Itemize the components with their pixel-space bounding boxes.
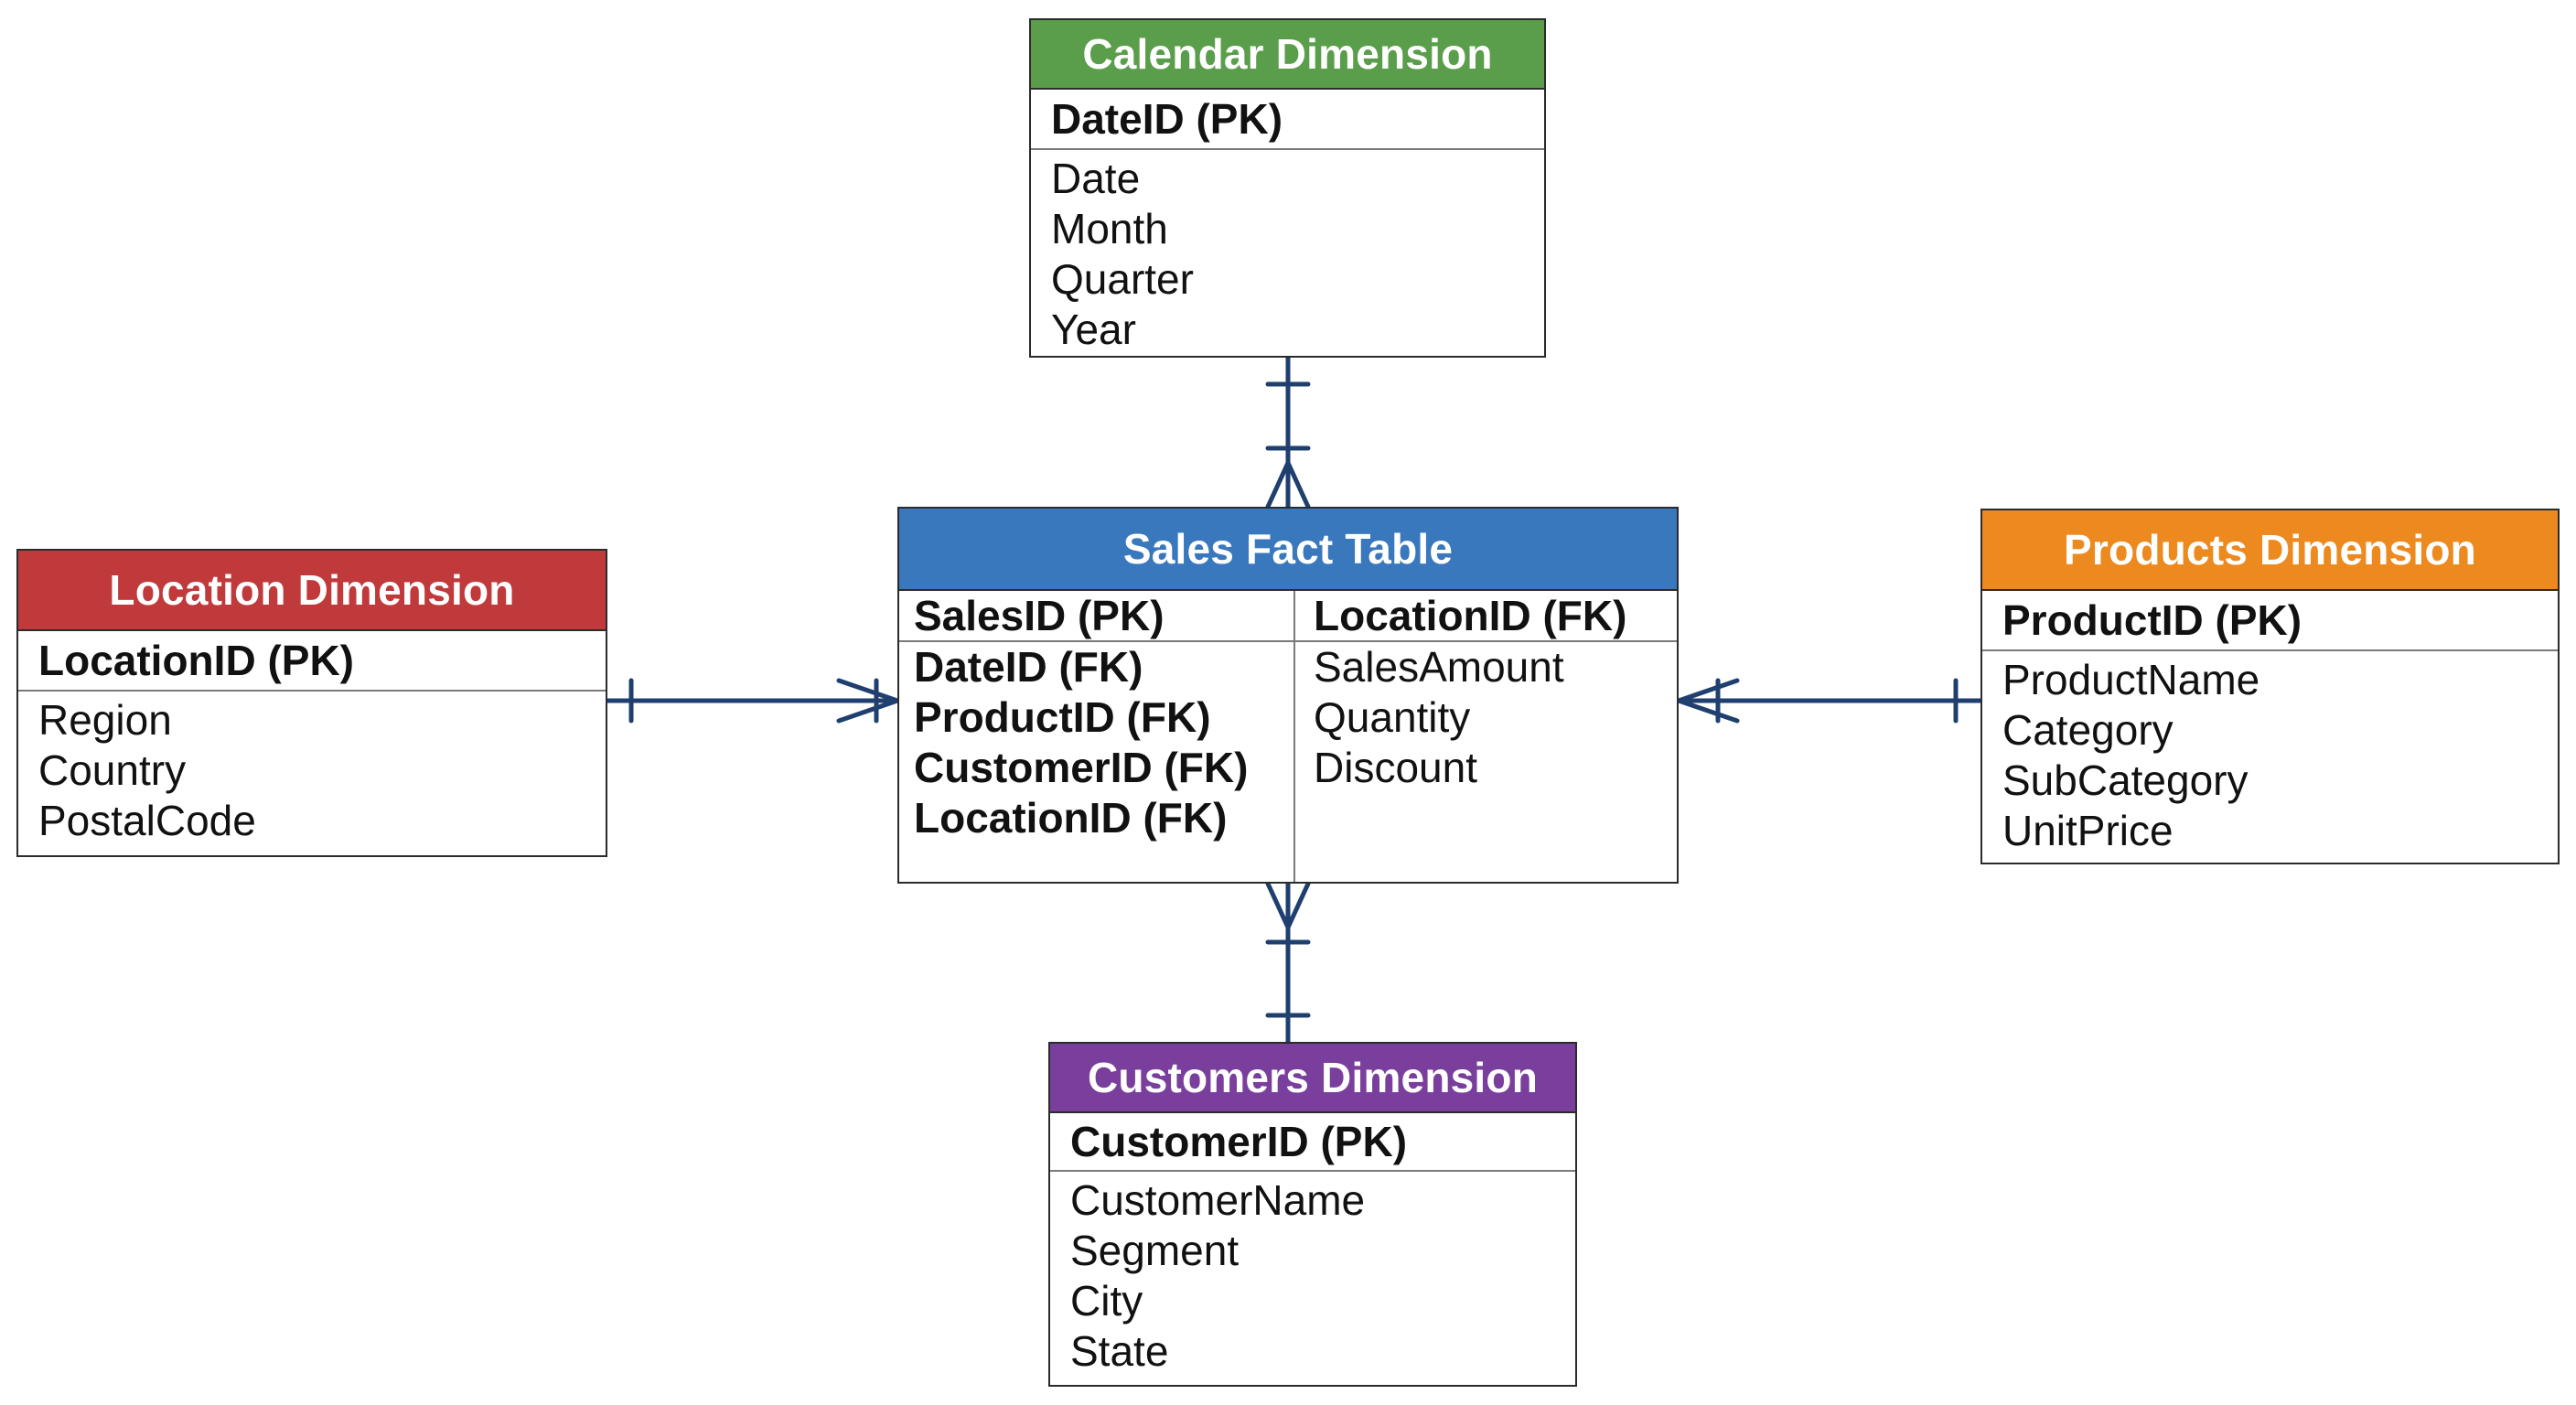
products-dimension-table[interactable]: Products Dimension ProductID (PK) Produc… xyxy=(1980,509,2560,864)
location-dimension-table[interactable]: Location Dimension LocationID (PK) Regio… xyxy=(16,549,607,857)
location-dimension-header: Location Dimension xyxy=(18,551,606,631)
location-primary-key: LocationID (PK) xyxy=(18,631,606,692)
products-attribute-list: ProductName Category SubCategory UnitPri… xyxy=(1982,651,2558,856)
calendar-dimension-table[interactable]: Calendar Dimension DateID (PK) Date Mont… xyxy=(1029,18,1546,358)
calendar-attribute-list: Date Month Quarter Year xyxy=(1031,150,1544,355)
customers-primary-key: CustomerID (PK) xyxy=(1050,1113,1575,1172)
customers-dimension-header: Customers Dimension xyxy=(1050,1044,1575,1113)
sales-fact-measures: SalesAmount Quantity Discount xyxy=(1295,640,1677,793)
sales-fact-measure: Discount xyxy=(1314,744,1477,791)
customers-fact-relationship xyxy=(1265,881,1311,1045)
sales-fact-table[interactable]: Sales Fact Table SalesID (PK) DateID (FK… xyxy=(897,507,1679,884)
calendar-attribute: Date xyxy=(1051,155,1141,202)
customers-crows-foot xyxy=(1265,881,1311,930)
location-attribute: Region xyxy=(38,696,172,744)
sales-fact-foreign-keys: DateID (FK) ProductID (FK) CustomerID (F… xyxy=(899,640,1293,843)
location-attribute-list: Region Country PostalCode xyxy=(18,692,606,846)
customers-dimension-table[interactable]: Customers Dimension CustomerID (PK) Cust… xyxy=(1048,1042,1577,1387)
products-dimension-title: Products Dimension xyxy=(2064,526,2476,574)
customers-attribute-list: CustomerName Segment City State xyxy=(1050,1172,1575,1377)
sales-fact-body: SalesID (PK) DateID (FK) ProductID (FK) … xyxy=(899,591,1677,882)
sales-fact-foreign-key: CustomerID (FK) xyxy=(914,744,1249,791)
products-fact-relationship xyxy=(1676,678,1983,724)
sales-fact-measure: SalesAmount xyxy=(1314,643,1564,691)
calendar-attribute: Quarter xyxy=(1051,255,1194,303)
sales-fact-measure: Quantity xyxy=(1314,693,1471,741)
calendar-attribute: Month xyxy=(1051,205,1168,252)
sales-fact-header: Sales Fact Table xyxy=(899,509,1677,591)
calendar-dimension-header: Calendar Dimension xyxy=(1031,20,1544,90)
calendar-primary-key: DateID (PK) xyxy=(1031,90,1544,150)
calendar-attribute: Year xyxy=(1051,306,1136,353)
products-dimension-header: Products Dimension xyxy=(1982,510,2558,591)
products-attribute: UnitPrice xyxy=(2002,807,2174,854)
location-fact-relationship xyxy=(605,678,900,724)
products-attribute: ProductName xyxy=(2002,656,2260,703)
customers-dimension-title: Customers Dimension xyxy=(1087,1054,1538,1101)
customers-attribute: State xyxy=(1070,1327,1169,1375)
sales-fact-foreign-key: LocationID (FK) xyxy=(914,794,1228,842)
location-crows-foot xyxy=(836,678,900,724)
customers-attribute: City xyxy=(1070,1277,1143,1325)
sales-fact-primary-key: SalesID (PK) xyxy=(914,592,1165,639)
customers-attribute: CustomerName xyxy=(1070,1176,1366,1224)
sales-fact-divider xyxy=(899,640,1677,642)
location-dimension-title: Location Dimension xyxy=(109,566,515,614)
products-attribute: SubCategory xyxy=(2002,756,2249,804)
sales-fact-title: Sales Fact Table xyxy=(1122,525,1454,573)
customers-attribute: Segment xyxy=(1070,1227,1240,1274)
products-primary-key: ProductID (PK) xyxy=(1982,591,2558,651)
sales-fact-location-key: LocationID (FK) xyxy=(1314,592,1627,639)
location-attribute: PostalCode xyxy=(38,797,256,844)
sales-fact-right-column: LocationID (FK) SalesAmount Quantity Dis… xyxy=(1295,591,1677,882)
sales-fact-foreign-key: ProductID (FK) xyxy=(914,693,1211,741)
location-attribute: Country xyxy=(38,746,187,794)
sales-fact-left-column: SalesID (PK) DateID (FK) ProductID (FK) … xyxy=(899,591,1295,882)
calendar-crows-foot xyxy=(1265,460,1311,509)
sales-fact-foreign-key: DateID (FK) xyxy=(914,643,1143,691)
products-crows-foot xyxy=(1676,678,1740,724)
products-attribute: Category xyxy=(2002,706,2174,754)
calendar-dimension-title: Calendar Dimension xyxy=(1082,30,1493,78)
calendar-fact-relationship xyxy=(1265,355,1311,509)
